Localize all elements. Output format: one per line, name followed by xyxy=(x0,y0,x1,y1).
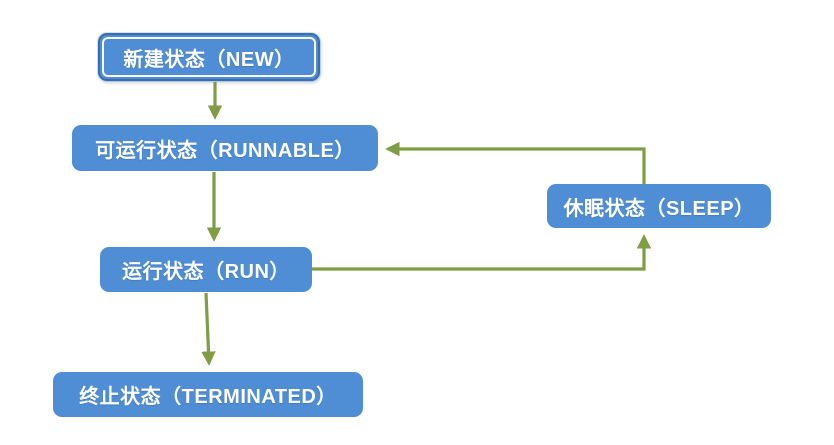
node-terminated-state: 终止状态（TERMINATED） xyxy=(53,372,363,417)
node-run-state: 运行状态（RUN） xyxy=(100,247,312,292)
edge-sleep-to-runnable xyxy=(385,141,646,184)
node-new-state-label: 新建状态（NEW） xyxy=(123,48,295,71)
node-new-state: 新建状态（NEW） xyxy=(98,33,320,81)
edge-run-to-terminated xyxy=(201,292,216,366)
node-sleep-state: 休眠状态（SLEEP） xyxy=(547,184,771,228)
node-runnable-state: 可运行状态（RUNNABLE） xyxy=(72,125,378,171)
node-runnable-state-label: 可运行状态（RUNNABLE） xyxy=(95,139,355,162)
node-sleep-state-label: 休眠状态（SLEEP） xyxy=(563,197,755,220)
edge-run-to-sleep xyxy=(312,234,652,271)
node-terminated-state-label: 终止状态（TERMINATED） xyxy=(79,386,337,408)
node-run-state-label: 运行状态（RUN） xyxy=(122,261,290,283)
